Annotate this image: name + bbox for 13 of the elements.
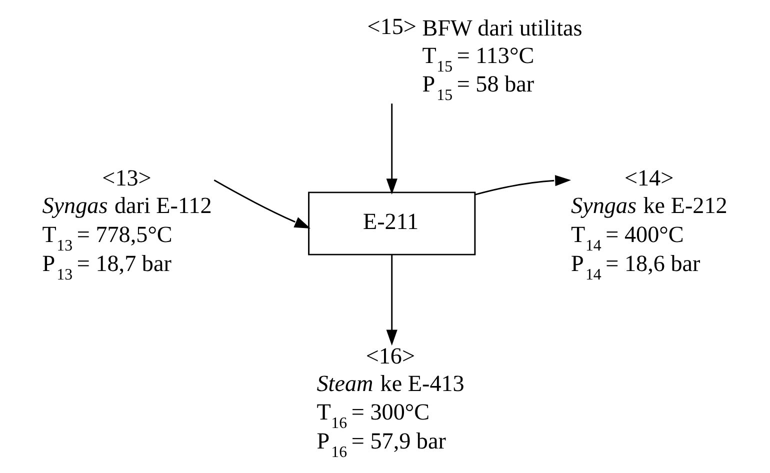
- node-label: Syngas dari E-112: [42, 192, 212, 218]
- node-text: <16>: [366, 342, 416, 368]
- arrow: [386, 104, 398, 195]
- node-box: E-211: [308, 192, 476, 256]
- node-label: BFW dari utilitas: [422, 14, 582, 40]
- node-label: Syngas ke E-212: [571, 192, 728, 218]
- node-text: <14>: [624, 164, 674, 191]
- node-text: <15>: [367, 12, 416, 39]
- arrow: [214, 180, 311, 229]
- node-text: <13>: [102, 164, 152, 191]
- node-label: Steam ke E-413: [316, 370, 464, 396]
- arrow: [386, 254, 398, 346]
- arrow: [475, 175, 572, 196]
